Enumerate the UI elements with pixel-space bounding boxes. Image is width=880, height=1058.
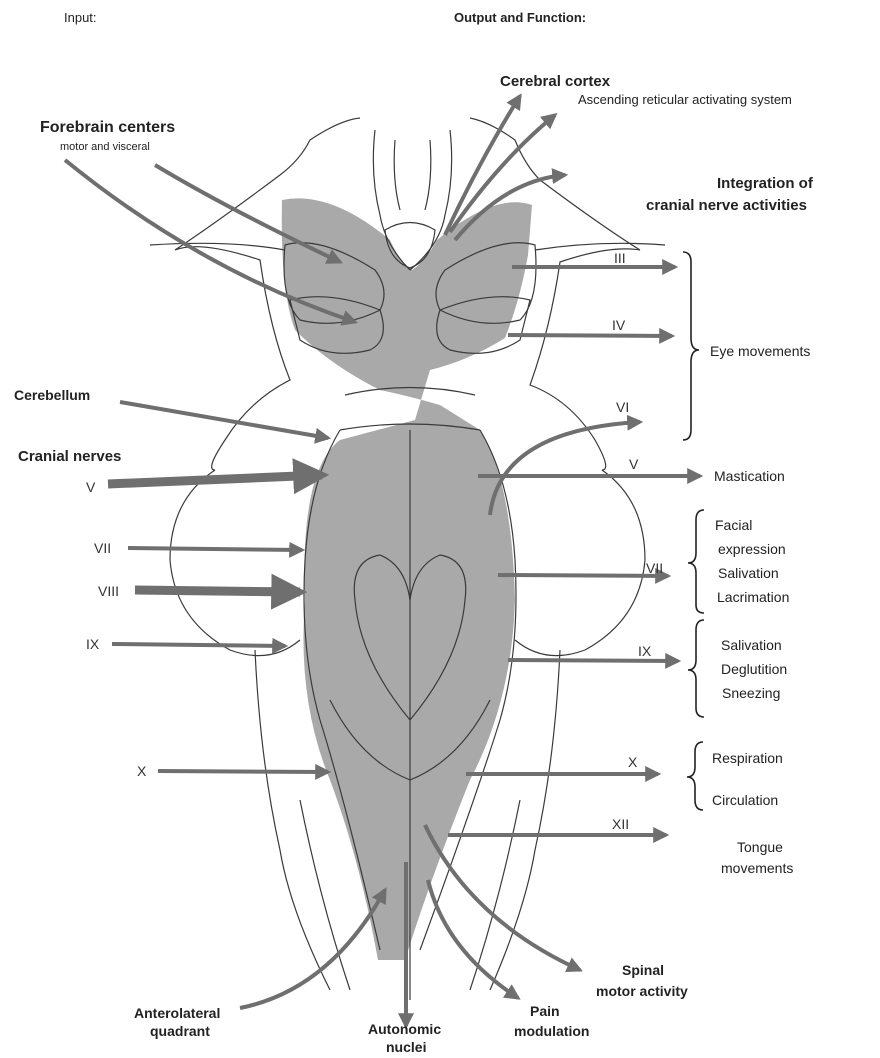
nerve-viii-input-arrow xyxy=(135,590,300,592)
cranial-nerves-label: Cranial nerves xyxy=(18,448,121,465)
nerve-ix-input-label: IX xyxy=(86,636,100,652)
circulation-label: Circulation xyxy=(712,792,778,808)
respiration-label: Respiration xyxy=(712,750,783,766)
pain-label-line2: modulation xyxy=(514,1023,589,1039)
autonomic-label-line1: Autonomic xyxy=(368,1021,441,1037)
nerve-x-output-label: X xyxy=(628,754,638,770)
salivation-label-b: Salivation xyxy=(721,637,782,653)
nerve-vii-input-arrow xyxy=(128,548,302,550)
nerve-iv-output-label: IV xyxy=(612,317,626,333)
reticular-label: Ascending reticular activating system xyxy=(578,92,792,107)
nerve-vi-output-label: VI xyxy=(616,399,629,415)
cerebellum-label: Cerebellum xyxy=(14,387,90,403)
spinal-label-line2: motor activity xyxy=(596,983,688,999)
nerve-iv-output-arrow xyxy=(508,335,672,336)
nerve-vii-output-label: VII xyxy=(646,560,663,576)
mastication-label: Mastication xyxy=(714,468,785,484)
tongue-label-line1: Tongue xyxy=(737,839,783,855)
anterolateral-label-line2: quadrant xyxy=(150,1023,210,1039)
nerve-vi-output-arrow xyxy=(490,422,640,515)
nerve-ix-input-arrow xyxy=(112,644,285,646)
function-braces xyxy=(683,252,704,810)
deglutition-label: Deglutition xyxy=(721,661,787,677)
pain-label-line1: Pain xyxy=(530,1003,560,1019)
input-header: Input: xyxy=(64,10,97,25)
nerve-x-input-label: X xyxy=(137,763,147,779)
reticular-formation-shading xyxy=(282,198,532,960)
respiration-brace xyxy=(687,742,703,810)
nerve-vii-output-arrow xyxy=(498,575,668,576)
anterolateral-arrow xyxy=(240,890,385,1008)
nerve-iii-output-label: III xyxy=(614,250,626,266)
nerve-ix-output-arrow xyxy=(508,660,678,661)
spinal-label-line1: Spinal xyxy=(622,962,664,978)
cerebellum-arrow xyxy=(120,402,328,438)
sneezing-label: Sneezing xyxy=(722,685,780,701)
nerve-v-output-label: V xyxy=(629,456,639,472)
nerve-v-input-arrow xyxy=(108,475,322,484)
output-header: Output and Function: xyxy=(454,10,586,25)
integration-label-line1: Integration of xyxy=(717,175,814,192)
forebrain-title: Forebrain centers xyxy=(40,119,175,136)
facial-label-line2: expression xyxy=(718,541,786,557)
tongue-label-line2: movements xyxy=(721,860,793,876)
nerve-vii-input-label: VII xyxy=(94,540,111,556)
nerve-xii-output-label: XII xyxy=(612,816,629,832)
integration-label-line2: cranial nerve activities xyxy=(646,197,807,214)
nerve-ix-output-label: IX xyxy=(638,643,652,659)
facial-brace xyxy=(688,510,704,613)
salivation-brace xyxy=(688,620,704,717)
facial-label-line1: Facial xyxy=(715,517,752,533)
nerve-x-input-arrow xyxy=(158,771,328,772)
autonomic-label-line2: nuclei xyxy=(386,1039,426,1055)
anterolateral-label-line1: Anterolateral xyxy=(134,1005,220,1021)
nerve-v-input-label: V xyxy=(86,479,96,495)
forebrain-subtitle: motor and visceral xyxy=(60,141,150,153)
nerve-viii-input-label: VIII xyxy=(98,583,119,599)
lacrimation-label: Lacrimation xyxy=(717,589,789,605)
eye-movements-label: Eye movements xyxy=(710,343,810,359)
salivation-label-a: Salivation xyxy=(718,565,779,581)
spinal-arrow xyxy=(425,825,580,970)
eye-brace xyxy=(683,252,699,440)
cerebral-cortex-label: Cerebral cortex xyxy=(500,73,611,90)
